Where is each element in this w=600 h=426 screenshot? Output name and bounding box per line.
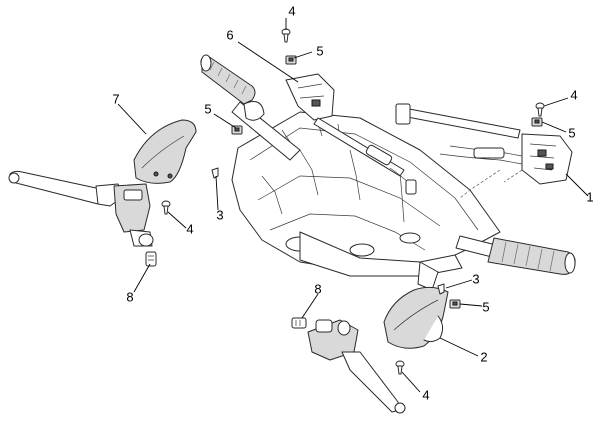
callout-5-bottom: 5 (482, 299, 489, 314)
small-screw-left (211, 167, 219, 179)
clip-top (285, 55, 297, 65)
callout-4-top: 4 (288, 3, 295, 18)
right-brake-lever (307, 319, 406, 414)
callout-1: 1 (586, 189, 593, 204)
screw-bottom (395, 360, 405, 375)
screw-top (281, 28, 291, 43)
callout-8-bottom: 8 (314, 281, 321, 296)
small-screw-right (437, 283, 445, 295)
clip-bottom (449, 299, 461, 309)
callout-5-left: 5 (204, 101, 211, 116)
callout-3-left: 3 (216, 207, 223, 222)
clip-left (231, 125, 243, 135)
leader-lines (117, 18, 589, 393)
right-cover (383, 286, 449, 349)
callout-4-bottom: 4 (422, 387, 429, 402)
callout-labels: 4 6 5 7 5 4 5 1 3 4 8 3 5 8 2 4 (112, 3, 593, 402)
callout-6: 6 (226, 27, 233, 42)
callout-8-left: 8 (126, 289, 133, 304)
left-switch-assembly (285, 73, 417, 195)
screw-right (535, 102, 545, 117)
callout-5-top: 5 (316, 43, 323, 58)
callout-5-right: 5 (568, 125, 575, 140)
clip-right (531, 117, 543, 127)
callout-3-right: 3 (472, 271, 479, 286)
stop-switch-left (145, 251, 157, 267)
callout-2: 2 (480, 349, 487, 364)
screw-left (161, 200, 171, 215)
callout-4-left: 4 (186, 221, 193, 236)
left-handlebar-grip (200, 54, 301, 161)
callout-4-right: 4 (570, 87, 577, 102)
callout-7: 7 (112, 91, 119, 106)
fasteners (145, 28, 545, 375)
right-switch-assembly (395, 103, 573, 199)
left-cover (133, 119, 197, 184)
right-handlebar-grip (455, 235, 576, 275)
left-brake-lever (8, 170, 154, 247)
stop-switch-bottom (291, 317, 307, 329)
